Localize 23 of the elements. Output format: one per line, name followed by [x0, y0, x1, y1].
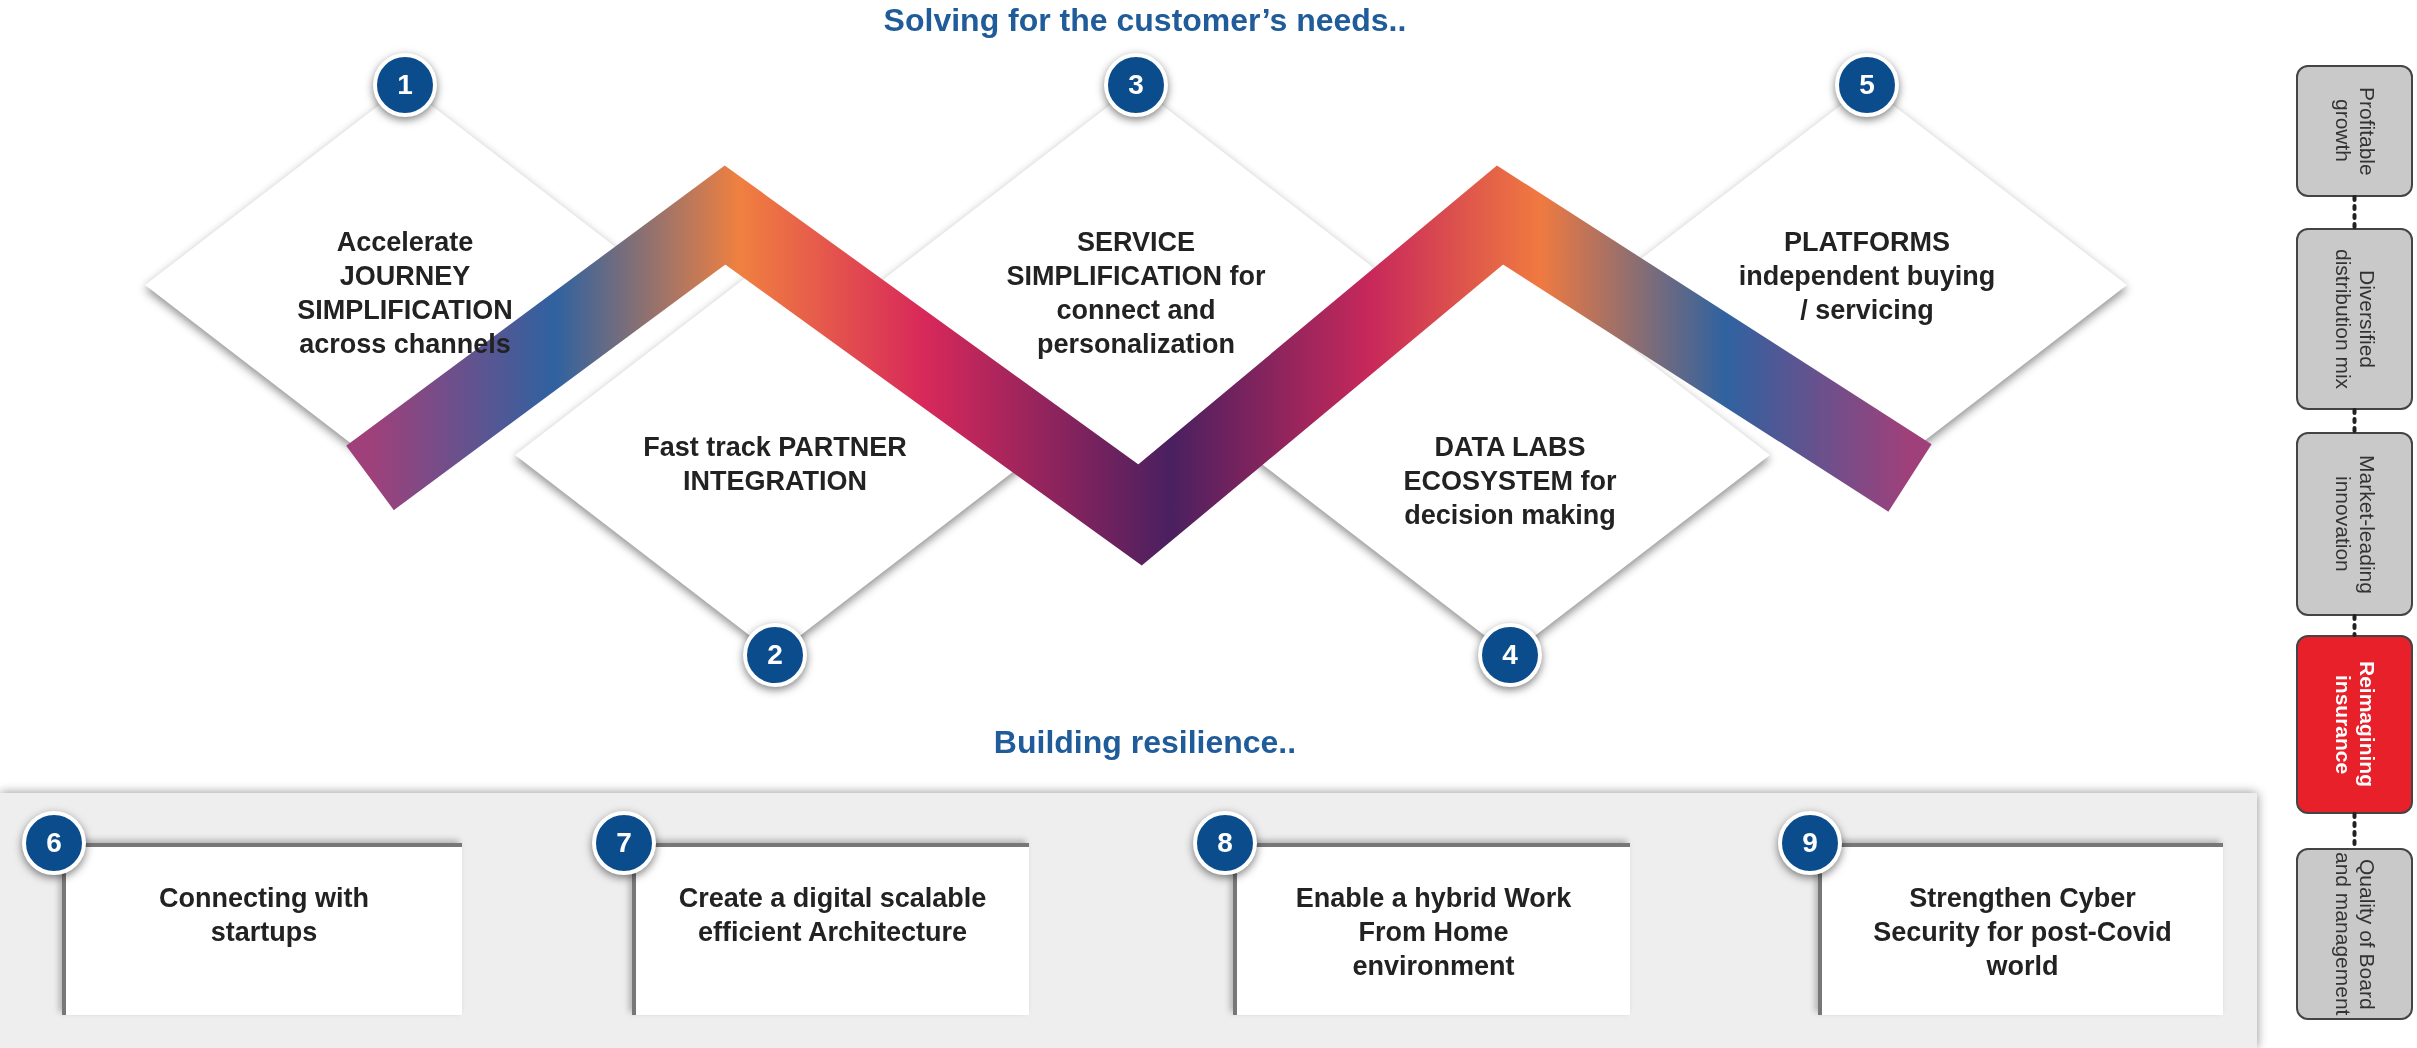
panel-text: Fast track PARTNER INTEGRATION: [642, 431, 908, 498]
section-heading: Building resilience..: [992, 724, 1298, 761]
number-badge: 8: [1193, 811, 1257, 875]
number-badge: 6: [22, 811, 86, 875]
card-text: Connecting with startups: [158, 882, 370, 949]
pillar-tab: Quality of Board and management: [2296, 848, 2413, 1020]
panel-text: DATA LABS ECOSYSTEM for decision making: [1402, 431, 1618, 532]
number-badge: 9: [1778, 811, 1842, 875]
pillar-tab: Reimagining insurance: [2296, 635, 2413, 814]
dotted-connector: [2352, 614, 2357, 637]
card-text: Create a digital scalable efficient Architecture: [677, 882, 988, 949]
heading: Solving for the customer’s needs..: [882, 2, 1408, 39]
dotted-connector: [2352, 195, 2357, 230]
number-badge: 7: [592, 811, 656, 875]
pillar-tab: Diversified distribution mix: [2296, 228, 2413, 410]
dotted-connector: [2352, 408, 2357, 434]
card-text: Strengthen Cyber Security for post-Covid world: [1872, 882, 2173, 983]
card-text: Enable a hybrid Work From Home environment: [1294, 882, 1573, 983]
pillar-tab: Profitable growth: [2296, 65, 2413, 197]
panel-text: PLATFORMS independent buying / servicing: [1737, 226, 1997, 327]
panel-background: [0, 793, 2257, 1048]
pillar-tab: Market-leading innovation: [2296, 432, 2413, 616]
panel-text: SERVICE SIMPLIFICATION for connect and personalization: [1005, 226, 1267, 361]
